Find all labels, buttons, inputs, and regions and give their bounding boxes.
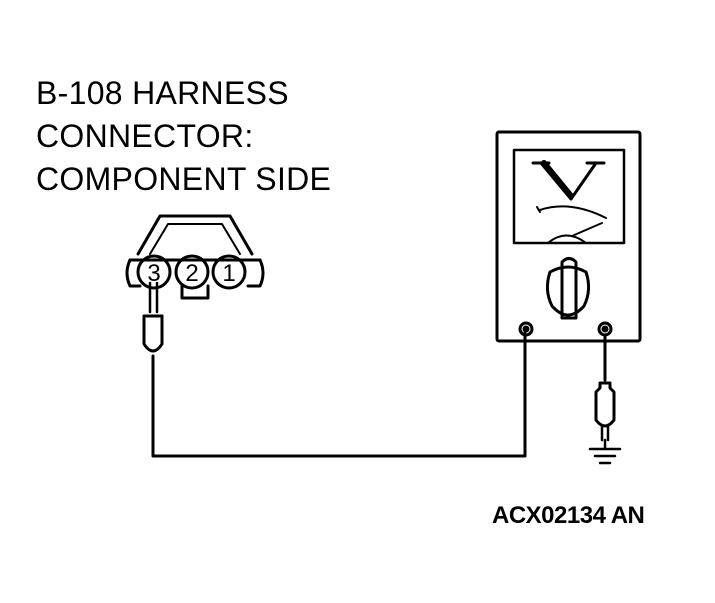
title-line-1: B-108 HARNESS (36, 75, 289, 111)
test-wire (151, 331, 527, 458)
probe-pin-3 (142, 281, 164, 372)
pin-label-2: 2 (185, 260, 198, 287)
harness-connector-icon: 3 2 1 (125, 214, 265, 300)
connector-title: B-108 HARNESS CONNECTOR: COMPONENT SIDE (36, 72, 331, 201)
pin-label-3: 3 (147, 260, 160, 287)
pin-label-1: 1 (222, 260, 235, 287)
title-line-2: CONNECTOR: (36, 118, 254, 154)
ground-icon (588, 438, 622, 465)
voltmeter-icon (495, 130, 642, 343)
title-line-3: COMPONENT SIDE (36, 161, 332, 197)
pin-1-circle (211, 254, 247, 290)
pin-2-circle (174, 254, 210, 290)
pin-3-circle (136, 254, 172, 290)
figure-code: ACX02134 AN (492, 502, 645, 529)
ground-probe (594, 333, 616, 442)
